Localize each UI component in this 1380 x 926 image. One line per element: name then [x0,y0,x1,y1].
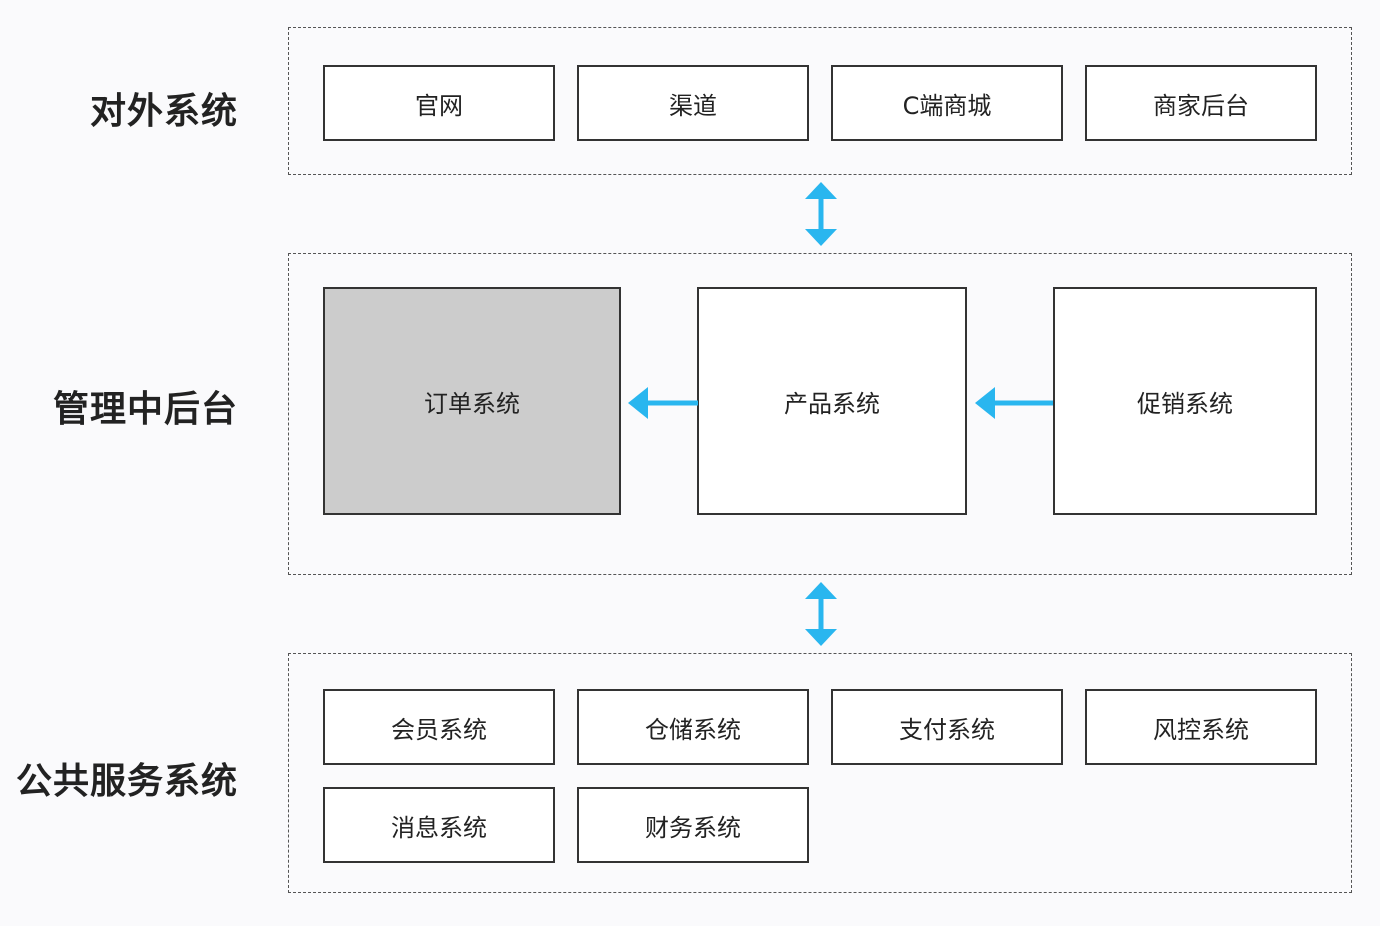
external-item-merchant-backend[interactable]: 商家后台 [1085,65,1317,141]
public-item-message[interactable]: 消息系统 [323,787,555,863]
public-item-risk-control[interactable]: 风控系统 [1085,689,1317,765]
layer-label-external: 对外系统 [89,91,238,132]
left-arrow-icon-2 [975,387,1053,419]
double-arrow-icon-bottom [805,582,837,646]
public-item-warehouse[interactable]: 仓储系统 [577,689,809,765]
external-systems-group [288,27,1352,175]
management-item-order[interactable]: 订单系统 [323,287,621,515]
left-arrow-icon-1 [628,387,698,419]
management-item-promotion[interactable]: 促销系统 [1053,287,1317,515]
external-item-c-mall[interactable]: C端商城 [831,65,1063,141]
public-services-group [288,653,1352,893]
external-item-website[interactable]: 官网 [323,65,555,141]
management-item-product[interactable]: 产品系统 [697,287,967,515]
management-systems-group [288,253,1352,575]
layer-label-public: 公共服务系统 [15,761,238,802]
public-item-finance[interactable]: 财务系统 [577,787,809,863]
double-arrow-icon-top [805,182,837,246]
public-item-payment[interactable]: 支付系统 [831,689,1063,765]
public-item-member[interactable]: 会员系统 [323,689,555,765]
external-item-channel[interactable]: 渠道 [577,65,809,141]
layer-label-management: 管理中后台 [52,389,238,430]
